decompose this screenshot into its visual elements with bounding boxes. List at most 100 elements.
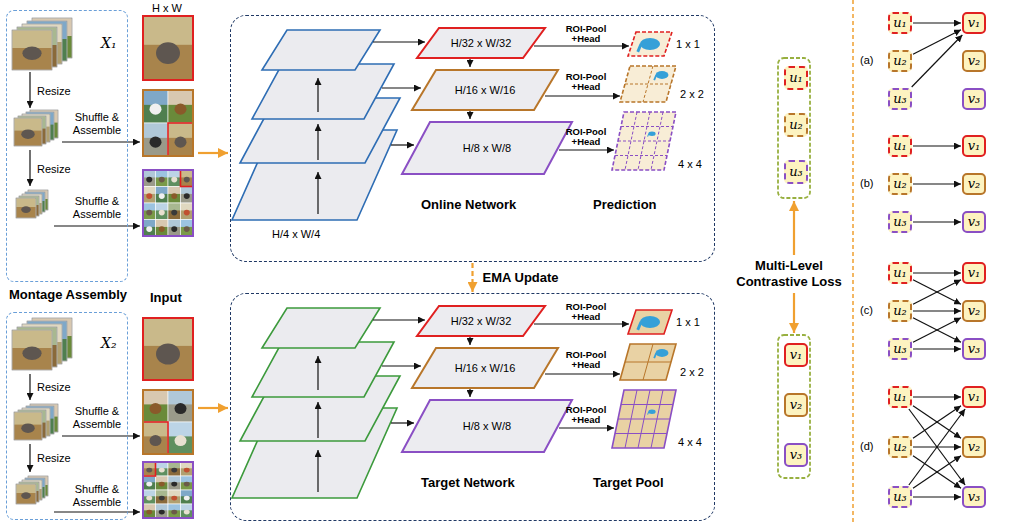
match-arrow	[913, 456, 961, 488]
match-arrow	[913, 183, 961, 184]
backbone-stage	[252, 342, 394, 397]
elephant-icon	[656, 71, 669, 79]
elephant-trunk	[648, 412, 649, 415]
match-arrow	[913, 22, 961, 23]
backbone-stage	[262, 308, 380, 348]
photo-subject	[175, 403, 187, 414]
photo-frame	[14, 118, 42, 146]
embedding-label: v₂	[790, 397, 803, 413]
photo-thumbnail	[12, 30, 52, 70]
figure-label: ROI-Pool +Head	[560, 405, 612, 425]
query-embedding: u₁	[888, 386, 912, 408]
map-shape	[417, 28, 545, 58]
query-embedding: u₃	[888, 338, 912, 360]
embedding-label: u₃	[893, 489, 907, 505]
ema-arrow	[471, 263, 473, 292]
embedding-label: u₁	[893, 15, 907, 31]
photo-thumbnail	[143, 422, 168, 454]
photo-subject	[184, 226, 190, 232]
photo-subject	[159, 510, 165, 515]
photo-subject	[159, 226, 165, 232]
key-embedding: v₃	[962, 88, 986, 110]
map-shape	[402, 122, 572, 174]
panel-heading: Target Network	[421, 475, 515, 491]
photo-sky	[143, 203, 156, 220]
photo-frame	[181, 203, 194, 220]
match-arrow	[913, 406, 961, 438]
map-size: H/32 x W/32	[451, 37, 512, 50]
photo-frame	[168, 187, 181, 204]
embedding-group	[778, 58, 810, 198]
arrow-line	[373, 41, 425, 42]
photo-frame	[156, 490, 169, 504]
photo-thumbnail	[143, 220, 156, 237]
map-shape	[402, 400, 572, 452]
photo-ground	[143, 177, 156, 186]
photo-sky	[181, 220, 194, 237]
figure-label: ROI-Pool +Head	[560, 350, 612, 370]
photo-frame	[143, 504, 156, 518]
roi-grid	[612, 390, 676, 448]
photo-subject	[184, 210, 190, 216]
photo-ground	[156, 482, 169, 490]
photo-subject	[22, 346, 41, 360]
map-size: H/8 x W/8	[463, 420, 511, 433]
query-embedding: u₂	[888, 50, 912, 72]
elephant-trunk	[638, 44, 641, 52]
embedding-label: u₃	[893, 91, 907, 107]
embedding-label: v₁	[968, 138, 981, 154]
photo-subject	[184, 510, 190, 515]
photo-thumbnail	[16, 198, 36, 218]
embedding-label: v₃	[968, 489, 981, 505]
photo-sky	[168, 90, 193, 123]
photo-thumbnail	[181, 170, 194, 187]
figure-label: ROI-Pool +Head	[560, 302, 612, 322]
query-embedding: u₂	[888, 436, 912, 458]
photo-thumbnail	[156, 187, 169, 204]
key-embedding: v₂	[962, 173, 986, 195]
photo-ground	[168, 194, 181, 203]
embedding-label: v₂	[968, 176, 981, 192]
photo-frame	[168, 90, 193, 123]
photo-sky	[168, 490, 181, 504]
highlight-box	[143, 422, 168, 454]
photo-ground	[168, 227, 181, 236]
match-arrow	[913, 406, 961, 438]
photo-thumbnail	[181, 504, 194, 518]
photo-ground	[143, 227, 156, 236]
feature-map: H/32 x W/32	[416, 27, 546, 59]
arrow-line	[793, 201, 795, 255]
photo-thumbnail	[181, 462, 194, 476]
image-border	[143, 170, 193, 236]
photo-sky	[168, 203, 181, 220]
photo-subject	[184, 193, 190, 199]
photo-thumbnail	[156, 490, 169, 504]
photo-ground	[181, 210, 194, 219]
embedding-label: v₁	[968, 265, 981, 281]
query-embedding: u₃	[888, 88, 912, 110]
photo-sky	[168, 220, 181, 237]
embedding-label: v₃	[968, 91, 981, 107]
photo-sky	[12, 330, 52, 370]
photo-frame	[156, 504, 169, 518]
photo-frame	[181, 220, 194, 237]
arrow-line	[559, 149, 614, 150]
photo-frame	[143, 220, 156, 237]
embedding-group	[778, 335, 810, 478]
photo-subject	[159, 482, 165, 487]
panel-text: Resize	[37, 85, 71, 98]
photo-thumbnail	[181, 187, 194, 204]
embedding-label: v₂	[968, 439, 981, 455]
photo-ground	[156, 510, 169, 518]
map-shape	[417, 306, 545, 336]
photo-sky	[143, 390, 168, 422]
photo-ground	[156, 468, 169, 476]
figure-label: ROI-Pool +Head	[560, 127, 612, 147]
photo-sky	[143, 462, 156, 476]
photo-frame	[12, 30, 52, 70]
photo-frame	[143, 123, 168, 156]
figure-label: 2 x 2	[680, 88, 704, 101]
photo-subject	[184, 496, 190, 501]
figure-label: (d)	[860, 440, 873, 453]
photo-subject	[175, 137, 187, 148]
